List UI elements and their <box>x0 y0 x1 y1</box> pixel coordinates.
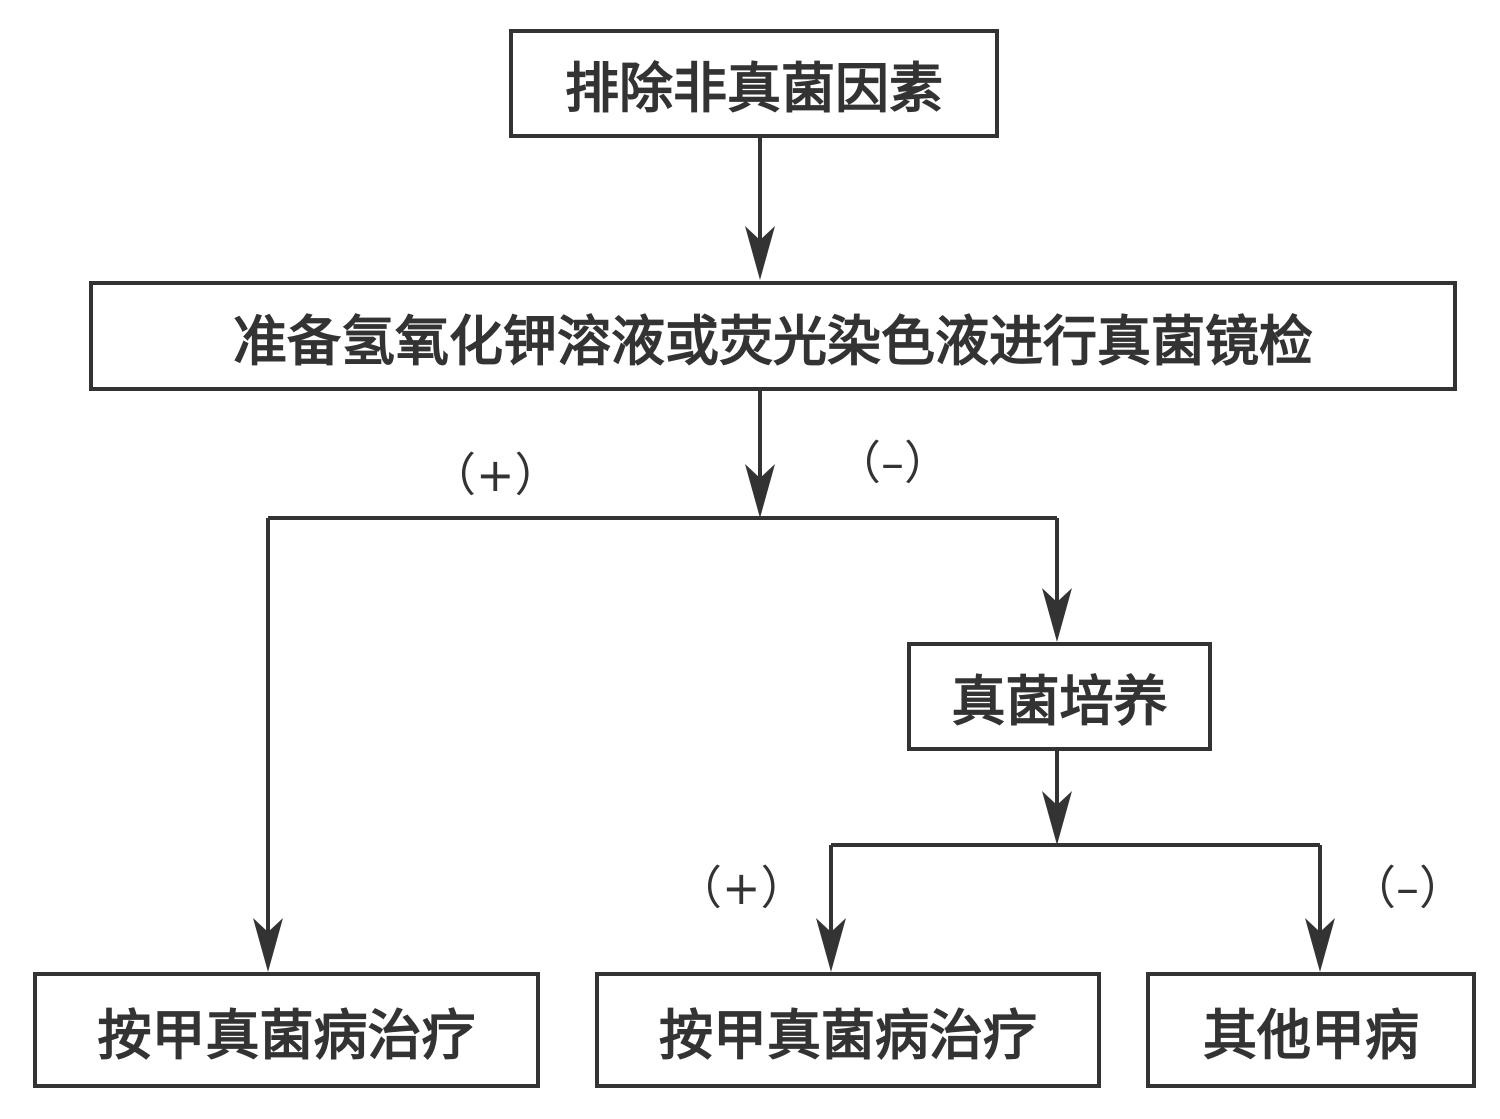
node-exclude-text: 排除非真菌因素 <box>565 56 943 120</box>
arrowhead-to-microscopy <box>745 226 775 280</box>
arrowhead-to-treat-left <box>253 918 283 972</box>
node-culture-text: 真菌培养 <box>951 669 1168 733</box>
node-treat-left: 按甲真菌病治疗 <box>33 972 540 1088</box>
node-microscopy-text: 准备氢氧化钾溶液或荧光染色液进行真菌镜检 <box>233 308 1313 373</box>
node-culture: 真菌培养 <box>907 642 1212 751</box>
node-microscopy: 准备氢氧化钾溶液或荧光染色液进行真菌镜检 <box>89 281 1457 391</box>
node-treat-mid: 按甲真菌病治疗 <box>595 972 1101 1088</box>
node-exclude: 排除非真菌因素 <box>509 29 999 138</box>
node-other: 其他甲病 <box>1146 972 1476 1088</box>
arrowhead-to-split <box>745 464 775 518</box>
node-treat-mid-text: 按甲真菌病治疗 <box>659 1002 1037 1067</box>
arrowhead-to-lower-split <box>1042 791 1072 845</box>
node-treat-left-text: 按甲真菌病治疗 <box>97 1002 476 1067</box>
arrowhead-to-other <box>1305 918 1335 972</box>
arrowhead-to-treat-mid <box>816 918 846 972</box>
label-culture-positive: （+） <box>676 861 807 915</box>
arrowhead-to-culture <box>1042 588 1072 642</box>
label-culture-negative: （–） <box>1350 861 1465 915</box>
label-micro-negative: （–） <box>835 436 950 490</box>
label-micro-positive: （+） <box>430 448 561 502</box>
node-other-text: 其他甲病 <box>1203 1002 1419 1067</box>
